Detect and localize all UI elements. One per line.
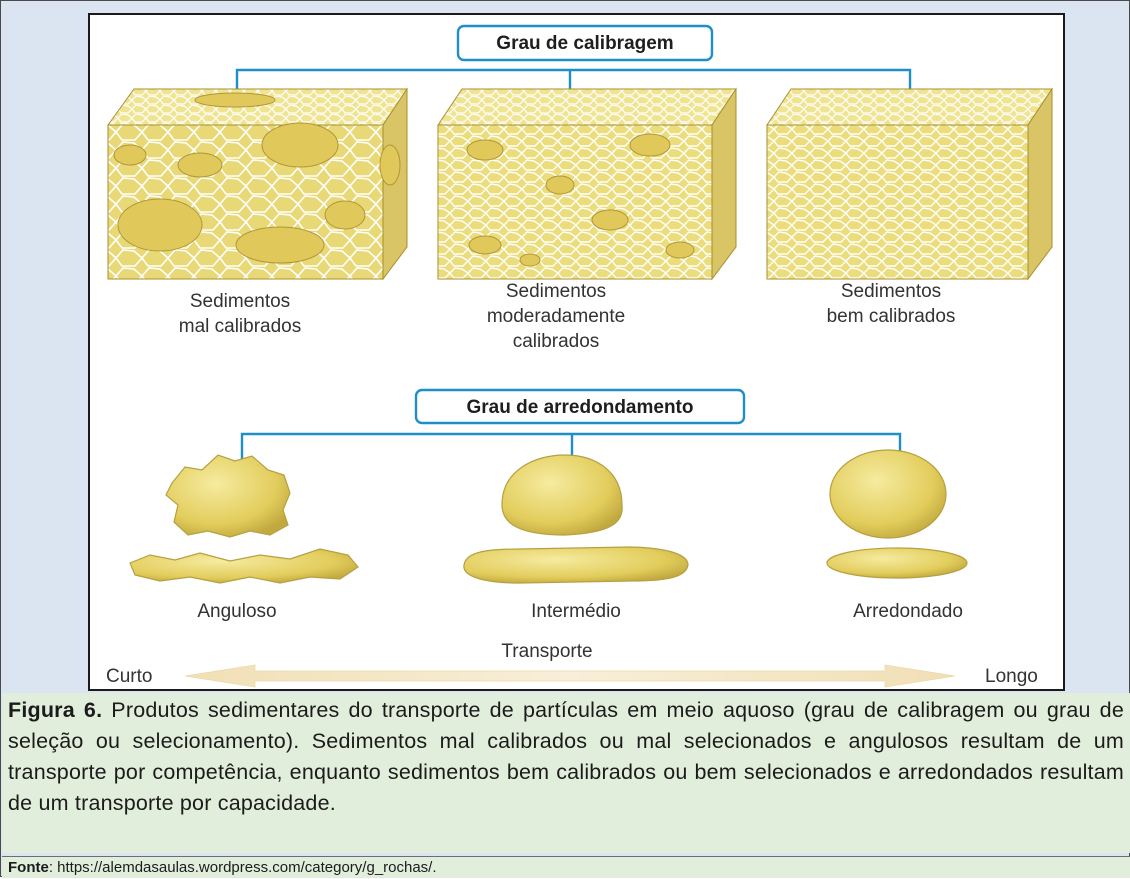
figure-panel: Grau de calibragem	[88, 13, 1065, 691]
grain-label-intermediate: Intermédio	[531, 601, 621, 622]
block-1-label-line-2: mal calibrados	[179, 316, 302, 337]
grain-rounded	[826, 449, 968, 579]
block-well-sorted	[766, 87, 1053, 281]
figure-caption: Figura 6. Produtos sedimentares do trans…	[2, 693, 1130, 853]
source-label: Fonte	[8, 859, 49, 876]
transport-label: Transporte	[501, 641, 592, 662]
grain-label-rounded: Arredondado	[853, 601, 963, 622]
block-moderately-sorted	[437, 87, 737, 281]
source-text: : https://alemdasaulas.wordpress.com/cat…	[48, 859, 437, 876]
arrow-label-long: Longo	[985, 666, 1038, 687]
sediment-diagram: Grau de calibragem	[106, 24, 1053, 688]
block-2-label-line-1: Sedimentos	[506, 281, 606, 302]
caption-text: Produtos sedimentares do transporte de p…	[8, 698, 1125, 815]
block-2-label-line-3: calibrados	[513, 331, 600, 352]
block-3-label-line-1: Sedimentos	[841, 281, 941, 302]
caption-figure-label: Figura 6.	[8, 698, 103, 722]
block-3-label-line-2: bem calibrados	[827, 306, 956, 327]
grain-intermediate	[463, 454, 689, 584]
heading-box-calibration	[456, 24, 714, 62]
heading-box-rounding	[414, 388, 746, 425]
block-poorly-sorted	[107, 87, 408, 281]
block-labels: Sedimentos mal calibrados Sedimentos mod…	[179, 281, 956, 352]
grain-labels: Anguloso Intermédio Arredondado	[197, 601, 963, 622]
grain-angular	[129, 454, 359, 584]
heading-rounding: Grau de arredondamento	[467, 397, 694, 418]
block-2-label-line-2: moderadamente	[487, 306, 625, 327]
arrow-label-short: Curto	[106, 666, 152, 687]
figure-source: Fonte: https://alemdasaulas.wordpress.co…	[2, 856, 1130, 878]
block-1-label-line-1: Sedimentos	[190, 291, 290, 312]
heading-calibration: Grau de calibragem	[496, 33, 673, 54]
transport-arrow	[184, 664, 956, 688]
grain-label-angular: Anguloso	[197, 601, 276, 622]
